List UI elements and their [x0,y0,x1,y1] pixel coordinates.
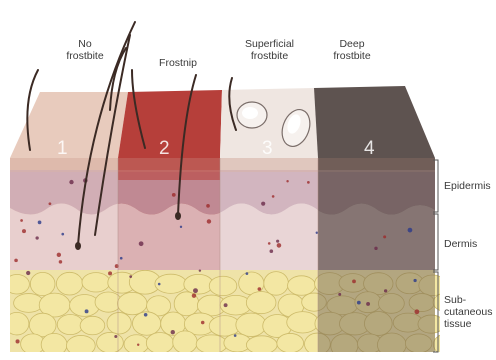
fat-cell [56,272,82,295]
dermal-cell [108,271,112,275]
fat-cell [184,274,213,294]
stage-1-label: No frostbite [55,38,115,62]
dermal-cell [307,181,310,184]
dermal-cell [22,229,26,233]
dermal-cell [357,301,361,305]
fat-cell [246,336,277,354]
dermal-cell [120,257,123,260]
dermal-cell [14,259,18,263]
stage-3-label: Superficial frostbite [232,38,307,62]
fat-cell [118,292,147,314]
fat-cell [196,335,227,354]
stage-number-1: 1 [57,138,68,159]
fat-cell [66,335,95,355]
fat-cell [82,273,110,292]
fat-cell [277,333,304,352]
fat-cell [4,275,29,294]
dermal-cell [384,289,387,292]
dermal-cell [383,235,386,238]
fat-cell [236,313,266,336]
stage-number-4: 4 [364,138,375,159]
dermal-cell [408,228,413,233]
fat-cell [209,276,237,295]
fat-cell [70,295,100,317]
dermal-cell [261,202,265,206]
dermal-cell [139,241,144,246]
dermal-cell [137,344,139,346]
stage-2-label: Frostnip [148,57,208,69]
dermal-cell [224,303,228,307]
dermal-cell [277,243,282,248]
stage-4-label: Deep frostbite [322,38,382,62]
dermal-cell [69,180,73,184]
epidermis-label: Epidermis [444,180,491,192]
dermal-cell [129,275,132,278]
fat-cell [30,272,55,295]
dermal-cell [352,279,356,283]
dermal-cell [199,269,201,271]
dermal-cell [26,271,30,275]
dermal-cell [59,260,62,263]
dermal-cell [193,288,198,293]
dermal-cell [180,226,182,228]
fat-cell [107,312,131,334]
dermal-cell [57,253,61,257]
fat-cell [264,272,289,296]
dermal-cell [49,202,52,205]
dermal-cell [268,242,271,245]
dermal-cell [234,334,237,337]
dermal-cell [114,335,117,338]
dermal-cell [206,204,210,208]
dermal-cell [201,321,205,325]
dermal-cell [20,219,23,222]
dermal-cell [272,195,275,198]
stage-number-2: 2 [159,138,170,159]
dermal-cell [171,330,175,334]
dermal-cell [374,247,377,250]
dermal-cell [158,283,161,286]
dermal-cell [172,193,176,197]
fat-cell [97,332,124,353]
fat-cell [146,332,173,353]
fat-cell [173,331,197,353]
dermal-cell [366,302,370,306]
fat-cell [80,316,105,334]
fat-cell [246,292,276,314]
dermal-cell [338,293,341,296]
fat-cell [41,333,67,355]
dermal-cell [286,180,288,182]
dermal-cell [276,240,279,243]
dermal-cell [246,272,249,275]
stage-number-3: 3 [262,138,273,159]
dermal-cell [16,339,20,343]
subcutaneous-label: Sub- cutaneous tissue [444,294,492,330]
fat-cell [57,314,83,334]
fat-cell [5,312,29,335]
dermal-cell [144,313,148,317]
fat-cell [287,312,319,333]
dermal-cell [270,249,274,253]
dermal-cell [413,279,416,282]
dermal-cell [258,287,262,291]
dermal-cell [414,309,419,314]
dermal-cell [38,221,42,225]
dermal-cell [85,309,89,313]
dermal-cell [207,219,211,223]
fat-cell [288,276,316,295]
fat-cell [124,335,149,354]
dermis-label: Dermis [444,238,477,250]
stage-2-redness-overlay [118,158,220,180]
dermal-cell [36,236,39,239]
dermal-cell [192,293,196,297]
dermal-cell [61,233,64,236]
